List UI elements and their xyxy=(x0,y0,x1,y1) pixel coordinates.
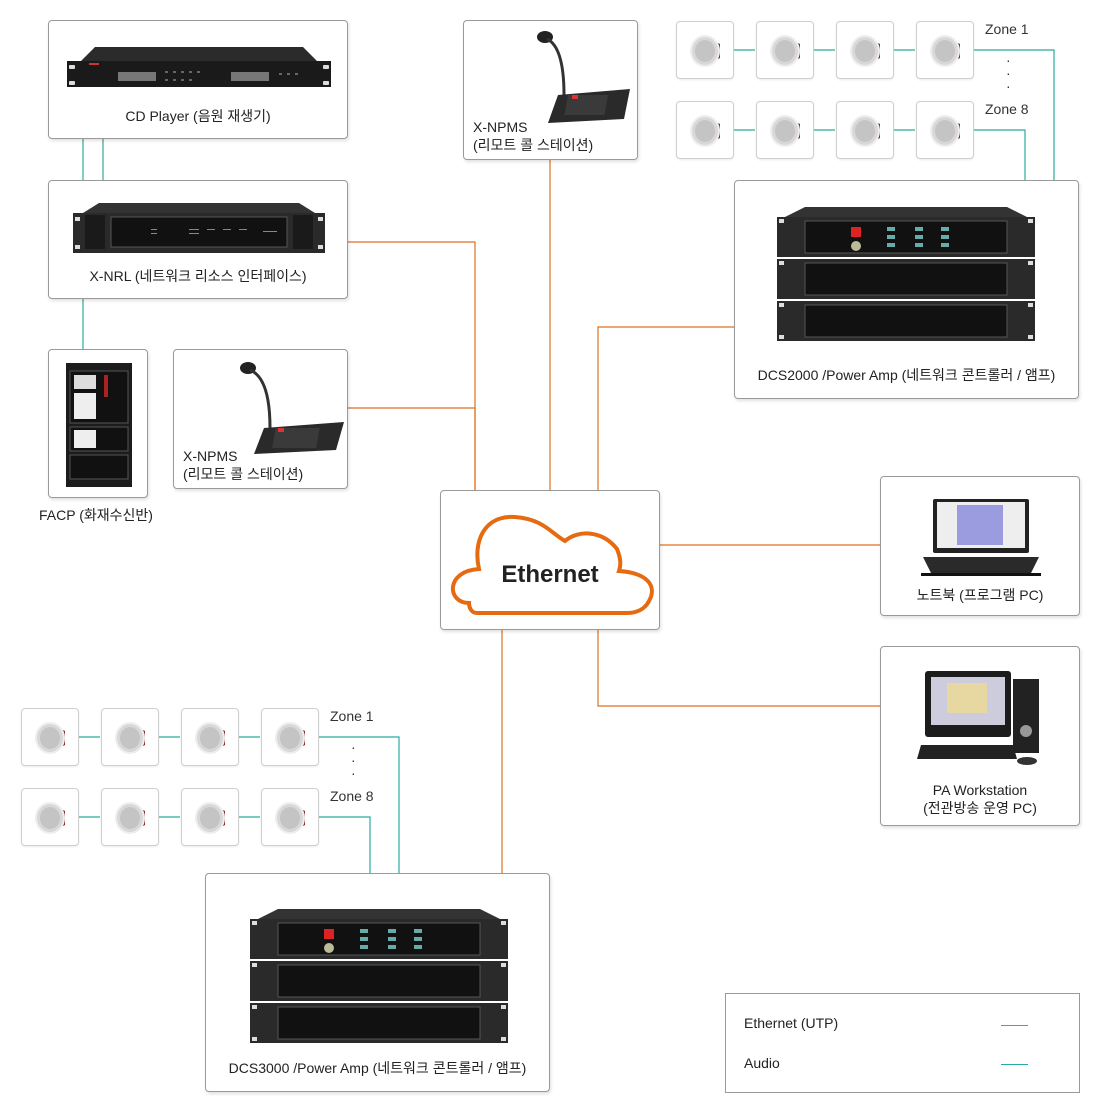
audio-line-top-zone1 xyxy=(974,49,1055,180)
zone-label-top-last: Zone 8 xyxy=(985,101,1029,117)
speaker-icon xyxy=(930,35,960,67)
speaker-icon xyxy=(115,802,145,834)
dcs2000-image xyxy=(777,207,1035,341)
speaker[interactable] xyxy=(261,708,319,766)
speaker[interactable] xyxy=(916,101,974,159)
speaker-icon xyxy=(35,722,65,754)
xnrl-box[interactable]: X-NRL (네트워크 리소스 인터페이스) xyxy=(48,180,348,299)
legend-item-ethernet: Ethernet (UTP) xyxy=(744,1015,839,1031)
speaker-icon xyxy=(275,802,305,834)
speaker[interactable] xyxy=(101,708,159,766)
cd-player-label: CD Player (음원 재생기) xyxy=(125,108,271,124)
cd-player-image xyxy=(67,47,331,87)
workstation-label-line2: (전관방송 운영 PC) xyxy=(923,800,1037,816)
speaker-icon xyxy=(195,802,225,834)
speaker-icon xyxy=(35,802,65,834)
speaker[interactable] xyxy=(916,21,974,79)
speaker[interactable] xyxy=(101,788,159,846)
zone-ellipsis-top: ··· xyxy=(1006,52,1011,94)
speaker-icon xyxy=(770,35,800,67)
facp-label: FACP (화재수신반) xyxy=(39,507,153,523)
dcs3000-label: DCS3000 /Power Amp (네트워크 콘트롤러 / 앰프) xyxy=(228,1060,527,1076)
zone-label-bottom-last: Zone 8 xyxy=(330,788,374,804)
speaker[interactable] xyxy=(21,708,79,766)
speaker[interactable] xyxy=(836,21,894,79)
laptop-box[interactable]: 노트북 (프로그램 PC) xyxy=(880,476,1080,616)
xnpms-left-label-line2: (리모트 콜 스테이션) xyxy=(183,466,304,482)
ethernet-line-xnpms-left xyxy=(348,407,476,490)
dcs3000-box[interactable]: DCS3000 /Power Amp (네트워크 콘트롤러 / 앰프) xyxy=(205,873,550,1092)
zone-label-bottom-first: Zone 1 xyxy=(330,708,374,724)
xnpms-top-box[interactable]: X-NPMS (리모트 콜 스테이션) xyxy=(463,20,638,160)
speaker[interactable] xyxy=(181,788,239,846)
speaker-icon xyxy=(690,35,720,67)
ethernet-line-workstation xyxy=(597,630,880,707)
speaker[interactable] xyxy=(756,21,814,79)
speaker-icon xyxy=(770,115,800,147)
speaker[interactable] xyxy=(21,788,79,846)
cd-player-box[interactable]: CD Player (음원 재생기) xyxy=(48,20,348,139)
speaker-icon xyxy=(930,115,960,147)
speaker-icon xyxy=(115,722,145,754)
workstation-label-line1: PA Workstation xyxy=(932,782,1028,798)
legend: Ethernet (UTP) Audio xyxy=(725,993,1080,1093)
xnpms-top-label-line1: X-NPMS xyxy=(473,119,528,135)
speaker[interactable] xyxy=(756,101,814,159)
speaker-icon xyxy=(275,722,305,754)
workstation-box[interactable]: PA Workstation (전관방송 운영 PC) xyxy=(880,646,1080,826)
speaker[interactable] xyxy=(181,708,239,766)
audio-line-top-zone8 xyxy=(974,129,1026,180)
ethernet-line-dcs2000 xyxy=(597,326,735,490)
speaker[interactable] xyxy=(676,21,734,79)
audio-lines xyxy=(79,49,1055,873)
speaker[interactable] xyxy=(836,101,894,159)
laptop-label: 노트북 (프로그램 PC) xyxy=(916,587,1044,603)
ethernet-hub-box[interactable]: Ethernet xyxy=(440,490,660,630)
workstation-image xyxy=(917,671,1039,765)
xnpms-left-label-line1: X-NPMS xyxy=(183,448,238,464)
speaker-icon xyxy=(690,115,720,147)
xnpms-top-label-line2: (리모트 콜 스테이션) xyxy=(473,137,594,153)
ethernet-line-xnrl xyxy=(348,241,476,490)
legend-swatch-audio xyxy=(1001,1064,1028,1065)
facp-box[interactable] xyxy=(48,349,148,498)
audio-line-bottom-zone8 xyxy=(319,816,371,873)
audio-line-bottom-zone1 xyxy=(319,736,400,873)
speaker[interactable] xyxy=(676,101,734,159)
xnpms-top-image xyxy=(537,31,630,123)
laptop-image xyxy=(921,499,1041,576)
speaker-icon xyxy=(195,722,225,754)
xnrl-label: X-NRL (네트워크 리소스 인터페이스) xyxy=(89,268,307,284)
dcs3000-image xyxy=(250,909,508,1043)
dcs2000-box[interactable]: DCS2000 /Power Amp (네트워크 콘트롤러 / 앰프) xyxy=(734,180,1079,399)
xnpms-left-image xyxy=(240,362,344,454)
cloud-icon xyxy=(451,514,654,615)
xnpms-left-box[interactable]: X-NPMS (리모트 콜 스테이션) xyxy=(173,349,348,489)
ethernet-lines xyxy=(348,160,880,873)
speaker-icon xyxy=(850,35,880,67)
facp-image xyxy=(66,363,132,487)
speaker-icon xyxy=(850,115,880,147)
ethernet-hub-label: Ethernet xyxy=(501,561,599,588)
legend-item-audio: Audio xyxy=(744,1055,780,1071)
xnrl-image xyxy=(73,203,325,253)
zone-ellipsis-bottom: ··· xyxy=(351,739,356,781)
legend-swatch-ethernet xyxy=(1001,1025,1028,1026)
zone-label-top-first: Zone 1 xyxy=(985,21,1029,37)
speaker[interactable] xyxy=(261,788,319,846)
dcs2000-label: DCS2000 /Power Amp (네트워크 콘트롤러 / 앰프) xyxy=(757,367,1056,383)
